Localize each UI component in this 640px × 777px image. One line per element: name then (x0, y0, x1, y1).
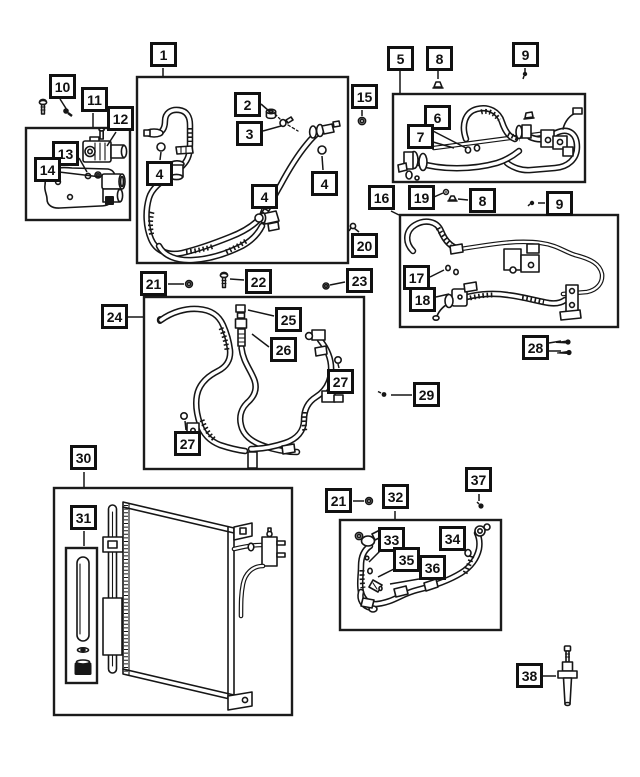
callout-4-mid[interactable]: 4 (251, 184, 278, 209)
callout-21-bottom[interactable]: 21 (325, 488, 352, 513)
callout-7[interactable]: 7 (407, 124, 434, 149)
oring-icon (254, 213, 264, 223)
callout-11[interactable]: 11 (81, 87, 108, 112)
cap-icon (74, 659, 92, 675)
callout-23[interactable]: 23 (346, 268, 373, 293)
callout-34[interactable]: 34 (439, 526, 466, 551)
oring-icon (180, 411, 189, 420)
nut-icon (357, 116, 367, 126)
group-box-5 (391, 92, 587, 184)
callout-29[interactable]: 29 (413, 382, 440, 407)
hose-assembly-5-illustration (397, 105, 583, 181)
group-box-32 (338, 518, 503, 632)
condenser-illustration (102, 501, 286, 711)
oring-icon (156, 142, 166, 152)
callout-20[interactable]: 20 (351, 233, 378, 258)
screw-icon (38, 98, 48, 115)
oring-icon (473, 144, 481, 152)
callout-33[interactable]: 33 (378, 527, 405, 552)
oring-icon (464, 146, 472, 154)
oring-icon (333, 355, 342, 364)
screw-icon (348, 222, 357, 232)
callout-2[interactable]: 2 (234, 92, 261, 117)
oring-icon (452, 268, 459, 276)
group-box-30 (52, 486, 294, 717)
callout-18[interactable]: 18 (409, 287, 436, 312)
expansion-valve-icon (444, 281, 478, 309)
group-box-16 (398, 213, 620, 329)
callout-12[interactable]: 12 (107, 106, 134, 131)
group-box-31 (64, 546, 99, 685)
callout-31[interactable]: 31 (70, 505, 97, 530)
callout-4-right[interactable]: 4 (311, 171, 338, 196)
callout-1[interactable]: 1 (150, 42, 177, 67)
screw-icon (522, 71, 528, 80)
callout-14[interactable]: 14 (34, 157, 61, 182)
oring-icon (366, 567, 373, 575)
callout-22[interactable]: 22 (245, 269, 272, 294)
screw-icon (557, 349, 572, 356)
valve-unit-illustration (43, 127, 128, 209)
callout-13[interactable]: 13 (52, 141, 79, 166)
callout-3[interactable]: 3 (236, 121, 263, 146)
fitting-part-3-icon (279, 116, 294, 128)
fasteners (38, 71, 578, 707)
screw-icon (219, 271, 229, 289)
callout-35[interactable]: 35 (393, 547, 420, 572)
hose-assembly-1-illustration (143, 106, 341, 264)
group-box-1 (135, 75, 350, 265)
rivet-icon (63, 108, 73, 117)
fitting-icon (368, 579, 383, 593)
callout-8-mid[interactable]: 8 (469, 188, 496, 213)
callout-16[interactable]: 16 (368, 185, 395, 210)
callout-19[interactable]: 19 (408, 185, 435, 210)
callout-25[interactable]: 25 (275, 307, 302, 332)
nut-icon (442, 188, 450, 196)
group-boxes (24, 75, 620, 717)
nut-icon (364, 496, 374, 506)
callout-27-left[interactable]: 27 (174, 431, 201, 456)
hose-assembly-16-illustration (404, 218, 605, 321)
screw-icon (527, 200, 535, 207)
callout-27-right[interactable]: 27 (327, 369, 354, 394)
nut-icon (184, 279, 194, 289)
leader-lines (58, 68, 562, 677)
callout-30[interactable]: 30 (70, 445, 97, 470)
oring-icon (444, 264, 451, 272)
callout-38[interactable]: 38 (516, 663, 543, 688)
valve-stem-icon (557, 645, 578, 707)
callout-8-top[interactable]: 8 (426, 46, 453, 71)
callout-32[interactable]: 32 (382, 484, 409, 509)
charge-port-icon (234, 304, 248, 347)
callout-37[interactable]: 37 (465, 467, 492, 492)
callout-26[interactable]: 26 (270, 337, 297, 362)
cap-icon (447, 195, 458, 202)
callout-9-top[interactable]: 9 (512, 42, 539, 67)
callout-36[interactable]: 36 (419, 555, 446, 580)
oring-icon (317, 145, 327, 155)
callout-28[interactable]: 28 (522, 335, 549, 360)
oring-icon (464, 548, 472, 558)
drier-kit-illustration (74, 556, 92, 675)
group-box-24 (142, 295, 366, 471)
cap-icon (432, 81, 444, 89)
group-box-valve-unit (24, 126, 132, 222)
callout-10[interactable]: 10 (49, 74, 76, 99)
callout-21-left[interactable]: 21 (140, 271, 167, 296)
callout-17[interactable]: 17 (403, 265, 430, 290)
callout-9-mid[interactable]: 9 (546, 191, 573, 216)
nut-icon (322, 282, 330, 290)
rivet-icon (377, 390, 387, 397)
screw-icon (556, 339, 571, 345)
callout-5[interactable]: 5 (387, 46, 414, 71)
callout-4-left[interactable]: 4 (146, 161, 173, 186)
rivet-icon (476, 501, 484, 509)
callout-15[interactable]: 15 (351, 84, 378, 109)
hose-assembly-32-illustration (354, 523, 491, 613)
callout-24[interactable]: 24 (101, 304, 128, 329)
